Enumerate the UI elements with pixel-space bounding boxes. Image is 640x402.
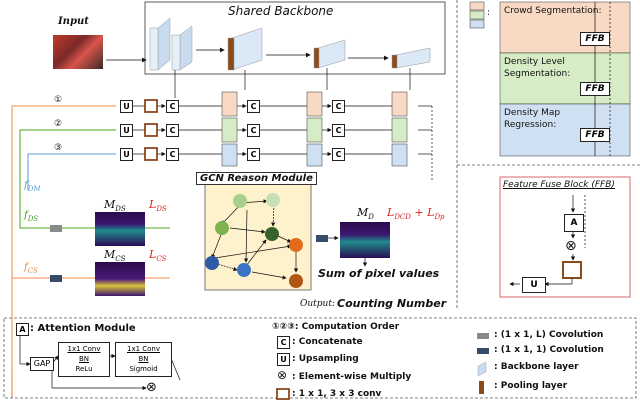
lcs-label: LCS — [149, 248, 167, 264]
gcn-title: GCN Reason Module — [196, 172, 317, 185]
legend-conv: : 1 x 1, 3 x 3 conv — [292, 389, 382, 399]
input-label: Input — [58, 16, 89, 27]
upsample-box: U — [522, 277, 546, 293]
gcn-node — [215, 221, 229, 235]
gcn-node — [265, 227, 279, 241]
legend-upsample-icon: U — [277, 353, 290, 366]
legend-conv-l: : (1 x 1, L) Covolution — [494, 330, 604, 340]
legend-attention-icon: A — [16, 323, 29, 336]
legend-attention: : Attention Module — [30, 323, 136, 334]
order-mark-2: ② — [54, 119, 63, 129]
gcn-node — [205, 256, 219, 270]
backbone-blocks — [149, 17, 431, 71]
legend-pooling-layer: : Pooling layer — [494, 381, 568, 391]
upsample-box: U — [120, 124, 133, 137]
legend-concat: : Concatenate — [292, 337, 363, 347]
md-heatmap — [340, 222, 390, 258]
order-mark-1: ① — [54, 95, 63, 105]
output-prefix: Output: — [300, 299, 335, 309]
mcs-heatmap — [95, 262, 145, 296]
legend-multiply-icon: ⊗ — [146, 380, 157, 395]
ffb-box-map: FFB — [580, 128, 610, 142]
task-crowd-seg: Crowd Segmentation: — [504, 6, 602, 16]
ffb-box-level: FFB — [580, 82, 610, 96]
legend-conv-relu: 1x1 Conv BN ReLu — [58, 342, 110, 377]
mds-label: MDS — [104, 198, 126, 214]
order-mark-3: ③ — [54, 143, 63, 153]
md-label: MD — [357, 206, 374, 222]
concat-box: C — [247, 100, 260, 113]
mds-heatmap — [95, 212, 145, 246]
concat-box: C — [332, 100, 345, 113]
legend-conv-1: : (1 x 1, 1) Covolution — [494, 345, 604, 355]
legend-concat-icon: C — [277, 336, 290, 349]
gcn-node — [289, 238, 303, 252]
concat-box: C — [332, 124, 345, 137]
legend-conv-sigmoid: 1x1 Conv BN Sigmoid — [115, 342, 172, 377]
legend-multiply-sym: ⊗ — [277, 368, 288, 382]
concat-box: C — [247, 148, 260, 161]
gcn-node — [233, 194, 247, 208]
output-value: Counting Number — [337, 297, 447, 310]
f-dm-label: fDM — [24, 180, 41, 193]
attention-box: A — [564, 214, 584, 232]
legend-upsample: : Upsampling — [292, 354, 359, 364]
task-density-map: Density Map Regression: — [504, 108, 561, 130]
upsample-box: U — [120, 148, 133, 161]
input-crowd-image — [53, 35, 103, 69]
ffb-title: Feature Fuse Block (FFB) — [503, 180, 615, 190]
concat-box: C — [166, 148, 179, 161]
backbone-frame — [144, 1, 446, 75]
concat-box: C — [247, 124, 260, 137]
lds-label: LDS — [149, 198, 167, 214]
mcs-label: MCS — [104, 248, 126, 264]
ffb-box-crowd: FFB — [580, 32, 610, 46]
concat-box: C — [166, 124, 179, 137]
backbone-title: Shared Backbone — [228, 4, 334, 18]
gcn-node — [237, 263, 251, 277]
loss-d-label: LDCD + LDp — [387, 206, 445, 222]
sum-label: Sum of pixel values — [318, 267, 440, 280]
gcn-node — [289, 274, 303, 288]
legend-gap: GAP — [30, 357, 54, 371]
multiply-icon: ⊗ — [565, 238, 577, 254]
f-cs-label: fCS — [24, 262, 38, 275]
concat-box: C — [332, 148, 345, 161]
task-legend-colon: : — [487, 8, 491, 18]
concat-box: C — [166, 100, 179, 113]
f-ds-label: fDS — [24, 210, 39, 223]
task-density-level: Density Level Segmentation: — [504, 57, 571, 79]
legend-multiply: : Element-wise Multiply — [292, 372, 412, 382]
legend-backbone-layer: : Backbone layer — [494, 362, 579, 372]
legend-order: ①②③: Computation Order — [272, 322, 400, 332]
gcn-node — [266, 193, 280, 207]
upsample-box: U — [120, 100, 133, 113]
